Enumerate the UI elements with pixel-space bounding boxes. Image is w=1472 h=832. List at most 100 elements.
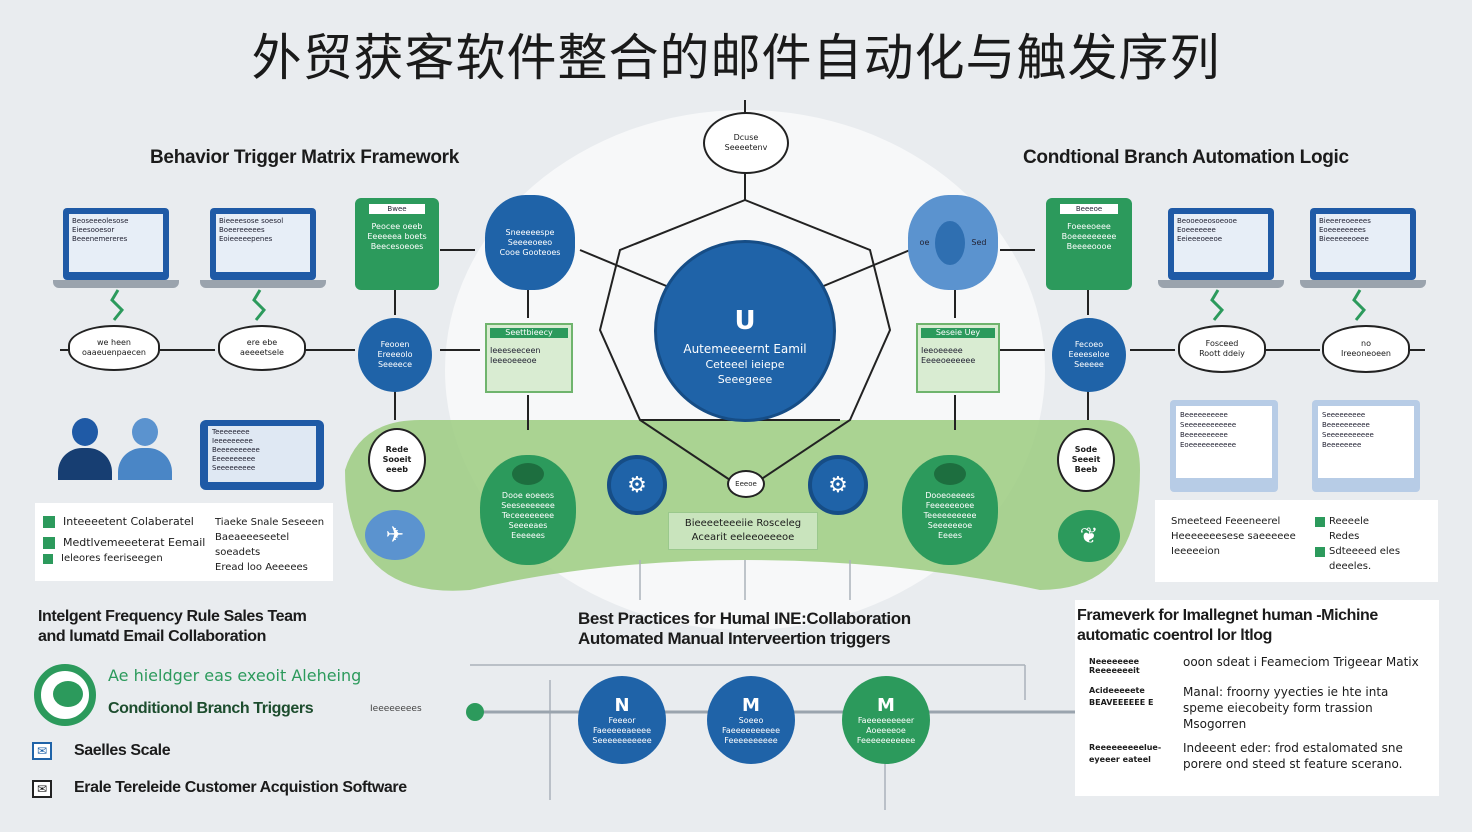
heading-line: Intelgent Frequency Rule Sales Team [38, 608, 307, 625]
timeline-label: Ieeeeeeees [370, 704, 422, 714]
node-text: Seeeeoeeo [507, 237, 553, 247]
cloud-text: ere ebe [246, 338, 278, 347]
hub-text-3: Seeegeee [717, 372, 773, 386]
heading-line: automatic coentrol lor ltlog [1077, 627, 1273, 644]
bottom-left-row2: Erale Tereleide Customer Acquistion Soft… [74, 779, 407, 796]
hub-text-2: Ceteeel ieiepe [705, 357, 785, 371]
heading-line: Best Practices for Humal INE:Collaborati… [578, 609, 911, 628]
laptop-text: Eoieeeeepenes [219, 235, 273, 243]
laptop-text: Eoeeeeeee [1177, 226, 1216, 234]
top-bubble-line1: Dcuse [733, 133, 759, 142]
row-text-block: Manal: froorny yyecties ie hte inta spem… [1183, 684, 1433, 732]
node-letter: M [742, 694, 760, 716]
node-text: Faeeeeeaeeee [593, 725, 651, 735]
node-text: Soeeo [738, 715, 764, 725]
node-letter: M [877, 694, 895, 716]
green-card-text: Eeeeeea boets [367, 232, 427, 241]
legend-swatch [1315, 516, 1325, 527]
blue-node-mid-right: Fecoeo Eeeeseloe Seeeee [1052, 318, 1126, 392]
node-text: Seeeee [1074, 360, 1104, 369]
legend-item: Ieleores feeriseegen [43, 553, 205, 564]
bottom-left-heading: Intelgent Frequency Rule Sales Team and … [38, 607, 307, 647]
right-section-header: Condtional Branch Automation Logic [1023, 147, 1349, 168]
laptop-text: Bieeereoeeees [1319, 217, 1371, 225]
monitor-text: Seeeeeeeee [212, 464, 256, 472]
screen-text: Eoeeeeeeeeeee [1180, 441, 1237, 449]
green-card-head: Beeeoe [1060, 204, 1118, 214]
legend-item: Sdteeeed eles [1315, 544, 1400, 559]
blob-text: Dooeoeeees [925, 491, 975, 500]
legend-swatch [1315, 546, 1325, 557]
node-text: Feooen [380, 340, 410, 349]
node-letter: N [614, 694, 630, 716]
legend-item: Inteeeetent Colaberatel [43, 515, 205, 528]
blob-icon [512, 463, 544, 485]
timeline-node-1: N Feeeor Faeeeeeaeeee Seeeeeeeeeee [578, 676, 666, 764]
cloud-text: Ireeoneoeen [1340, 349, 1391, 358]
condition-box-text: Ieeeseeceen [490, 346, 541, 355]
node-text: oe [919, 237, 930, 247]
right-screen-2: Seeeeeeeee Beeeeeeeeee Seeeeeeeeeee Beee… [1312, 400, 1420, 492]
feather-logo-icon [34, 664, 96, 726]
row-text-block: Indeeent eder: frod estalomated sne pore… [1183, 740, 1433, 772]
cloud-text: oaaeuenpaecen [82, 348, 146, 357]
email-icon: ✉ [32, 742, 52, 760]
laptop-text: Eieesooesor [72, 226, 115, 234]
top-bubble-line2: Seeeetenv [724, 143, 768, 152]
screen-text: Beeeeeeee [1322, 441, 1362, 449]
bottom-right-card: Frameverk for Imallegnet human -Michine … [1075, 600, 1439, 796]
right-screen-1: Beeeeeeeeee Seeeeeeeeeeee Beeeeeeeeee Eo… [1170, 400, 1278, 492]
bubble-text: eeeb [385, 465, 408, 474]
legend-label: Reeeele [1329, 516, 1370, 527]
monitor-text: Eeeeeeeeee [212, 455, 256, 463]
green-card-text: Peocee oeeb [371, 222, 423, 231]
green-card-text: Boeeeeeeeee [1061, 232, 1117, 241]
laptop-text: Boeereeeees [219, 226, 265, 234]
cloud-text: no [1361, 339, 1371, 348]
screen-text: Seeeeeeeeeeee [1180, 421, 1237, 429]
legend-note: deeeles. [1329, 561, 1372, 572]
bubble-text: Beeb [1074, 465, 1098, 474]
laptop-text: Bieeeeeeoeee [1319, 235, 1369, 243]
node-text: Feeeeeeeeeee [856, 735, 916, 745]
bubble-text: Sode [1074, 445, 1098, 454]
screen-text: Beeeeeeeeee [1180, 431, 1228, 439]
condition-box-head: Seseie Uey [921, 328, 995, 338]
node-text: Feeeeeeeeee [724, 735, 778, 745]
left-legend-card: Inteeeetent Colaberatel Medtlvemeeeterat… [35, 503, 333, 581]
legend-note: Heeeeeeesese saeeeeee [1171, 531, 1296, 542]
condition-box-text: Eeeeoeeeeee [921, 356, 976, 365]
blob-text: Eeees [938, 531, 962, 540]
cloud-text: aeeeetsele [240, 348, 284, 357]
legend-item: Reeeele [1315, 514, 1400, 529]
blue-node-top-left: Sneeeeespe Seeeeoeeo Cooe Gooteoes [485, 195, 575, 290]
laptop-text: Eeieeeoeeoe [1177, 235, 1223, 243]
blob-icon [934, 463, 966, 485]
node-text: Aoeeeeoe [866, 725, 906, 735]
screen-text: Seeeeeeeee [1322, 411, 1366, 419]
legend-label: Sdteeeed eles [1329, 546, 1401, 557]
person-icon [58, 418, 112, 480]
blob-text: Eeeeees [511, 531, 545, 540]
center-small-node: Eeeoe [727, 470, 765, 498]
node-text: Eeeeseloe [1068, 350, 1110, 359]
green-card-right: Beeeoe Foeeeoeee Boeeeeeeeee Beeeeoooe [1046, 198, 1132, 290]
legend-label: Inteeeetent Colaberatel [63, 515, 194, 528]
condition-box-text: Ieeeoeeeoe [490, 356, 537, 365]
node-text: Fecoeo [1074, 340, 1104, 349]
laptop-text: Eoeeeeeeees [1319, 226, 1366, 234]
node-text: Cooe Gooteoes [499, 247, 561, 257]
timeline-node-2: M Soeeo Faeeeeeeeeee Feeeeeeeeee [707, 676, 795, 764]
row-label: Neeeeeeee Reeeeeeeit [1089, 657, 1140, 675]
row-text: ooon sdeat i Feameciom Trigeear Matix [1183, 655, 1419, 669]
monitor-text: Beeeeeeeeee [212, 446, 260, 454]
legend-label: Ieleores feeriseegen [61, 553, 163, 564]
center-box-text-1: Bieeeeteeeiie Rosceleg [684, 518, 802, 529]
blob-text: Seeeeaes [508, 521, 548, 530]
